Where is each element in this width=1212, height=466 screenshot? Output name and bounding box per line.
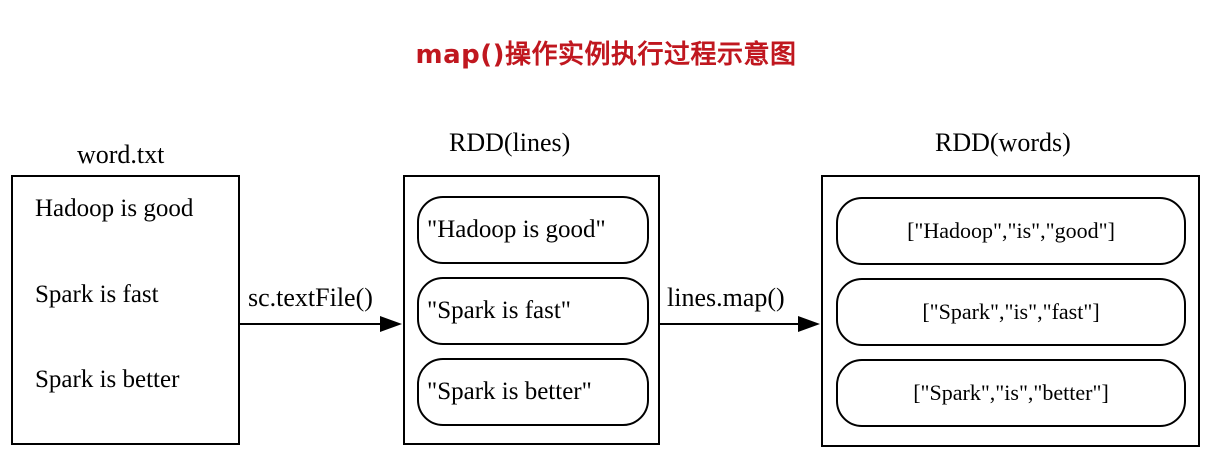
rdd-lines-item-3: "Spark is better" xyxy=(417,358,649,426)
rdd-lines-box: "Hadoop is good" "Spark is fast" "Spark … xyxy=(403,175,660,445)
textfile-arrow-label: sc.textFile() xyxy=(248,283,373,312)
textfile-arrow xyxy=(240,314,404,334)
map-arrow xyxy=(660,314,822,334)
source-line-1: Hadoop is good xyxy=(35,195,194,222)
rdd-words-item-3: ["Spark","is","better"] xyxy=(836,359,1186,427)
rdd-words-label: RDD(words) xyxy=(935,128,1071,157)
source-line-2: Spark is fast xyxy=(35,281,159,308)
rdd-words-item-2: ["Spark","is","fast"] xyxy=(836,278,1186,346)
rdd-words-box: ["Hadoop","is","good"] ["Spark","is","fa… xyxy=(821,175,1200,447)
rdd-lines-item-1: "Hadoop is good" xyxy=(417,196,649,264)
map-arrow-label: lines.map() xyxy=(667,283,785,312)
word-txt-label: word.txt xyxy=(77,140,165,169)
rdd-lines-label: RDD(lines) xyxy=(449,128,571,157)
rdd-words-item-1: ["Hadoop","is","good"] xyxy=(836,197,1186,265)
word-txt-box: Hadoop is good Spark is fast Spark is be… xyxy=(11,175,240,445)
source-line-3: Spark is better xyxy=(35,366,180,393)
diagram-title: map()操作实例执行过程示意图 xyxy=(415,40,797,70)
rdd-lines-item-2: "Spark is fast" xyxy=(417,277,649,345)
